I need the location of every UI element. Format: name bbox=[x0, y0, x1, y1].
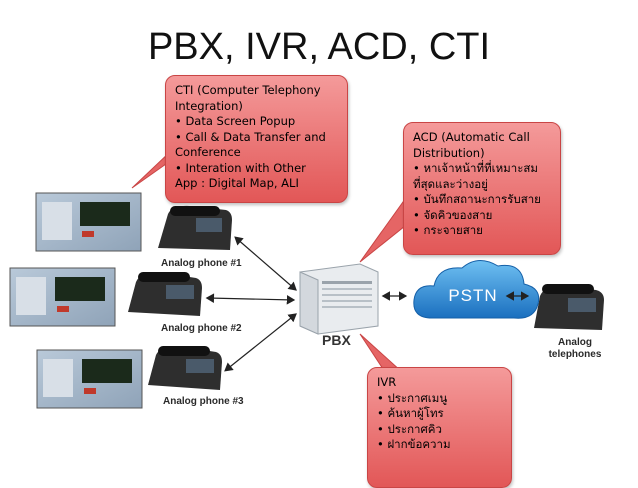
ivr-line: • ประกาศคิว bbox=[377, 421, 442, 436]
analog-telephone-icon bbox=[534, 284, 604, 330]
acd-line: • หาเจ้าหน้าที่ที่เหมาะสม bbox=[413, 161, 538, 175]
ivr-line: • ฝากข้อความ bbox=[377, 437, 451, 451]
cti-line: Integration) bbox=[175, 98, 243, 113]
cti-callout: CTI (Computer Telephony Integration) • D… bbox=[165, 75, 348, 203]
phone1-label: Analog phone #1 bbox=[161, 258, 242, 269]
acd-line: ที่สุดและว่างอยู่ bbox=[413, 176, 488, 191]
ivr-line: • ค้นหาผู้โทร bbox=[377, 406, 444, 420]
pbx-unit bbox=[299, 263, 379, 335]
link-phone3-pbx bbox=[224, 313, 297, 372]
ivr-line: IVR bbox=[377, 375, 397, 389]
cti-line: • Call & Data Transfer and bbox=[175, 129, 326, 144]
cti-line: • Interation with Other bbox=[175, 160, 306, 175]
analog-telephones-label: Analog telephones bbox=[548, 337, 602, 360]
computer-screen-2 bbox=[9, 267, 116, 327]
computer-screen-1 bbox=[35, 192, 142, 252]
acd-line: • กระจายสาย bbox=[413, 223, 483, 237]
ivr-line: • ประกาศเมนู bbox=[377, 390, 448, 405]
phone-icon-2 bbox=[128, 272, 202, 316]
computer-screen-3 bbox=[36, 349, 143, 409]
pstn-label: PSTN bbox=[448, 286, 498, 305]
phone-icon-1 bbox=[158, 205, 232, 250]
acd-callout: ACD (Automatic Call Distribution) • หาเจ… bbox=[403, 122, 561, 255]
acd-line: ACD (Automatic Call bbox=[413, 130, 530, 144]
slide-title: PBX, IVR, ACD, CTI bbox=[147, 26, 491, 68]
phone3-label: Analog phone #3 bbox=[163, 396, 244, 407]
acd-line: • จัดคิวของสาย bbox=[413, 207, 493, 222]
acd-line: Distribution) bbox=[413, 145, 485, 160]
ivr-callout: IVR • ประกาศเมนู • ค้นหาผู้โทร • ประกาศค… bbox=[367, 367, 512, 488]
phone2-label: Analog phone #2 bbox=[161, 323, 242, 334]
acd-line: • บันทึกสถานะการรับสาย bbox=[413, 192, 541, 206]
link-phone2-pbx bbox=[205, 293, 296, 305]
cti-line: CTI (Computer Telephony bbox=[175, 83, 321, 97]
link-phone1-pbx bbox=[234, 236, 297, 291]
cti-line: Conference bbox=[175, 145, 241, 159]
cti-line: App : Digital Map, ALI bbox=[175, 176, 299, 190]
pstn-cloud bbox=[413, 260, 540, 319]
cti-line: • Data Screen Popup bbox=[175, 114, 296, 128]
phone-icon-3 bbox=[148, 346, 222, 390]
pbx-label: PBX bbox=[322, 332, 351, 348]
